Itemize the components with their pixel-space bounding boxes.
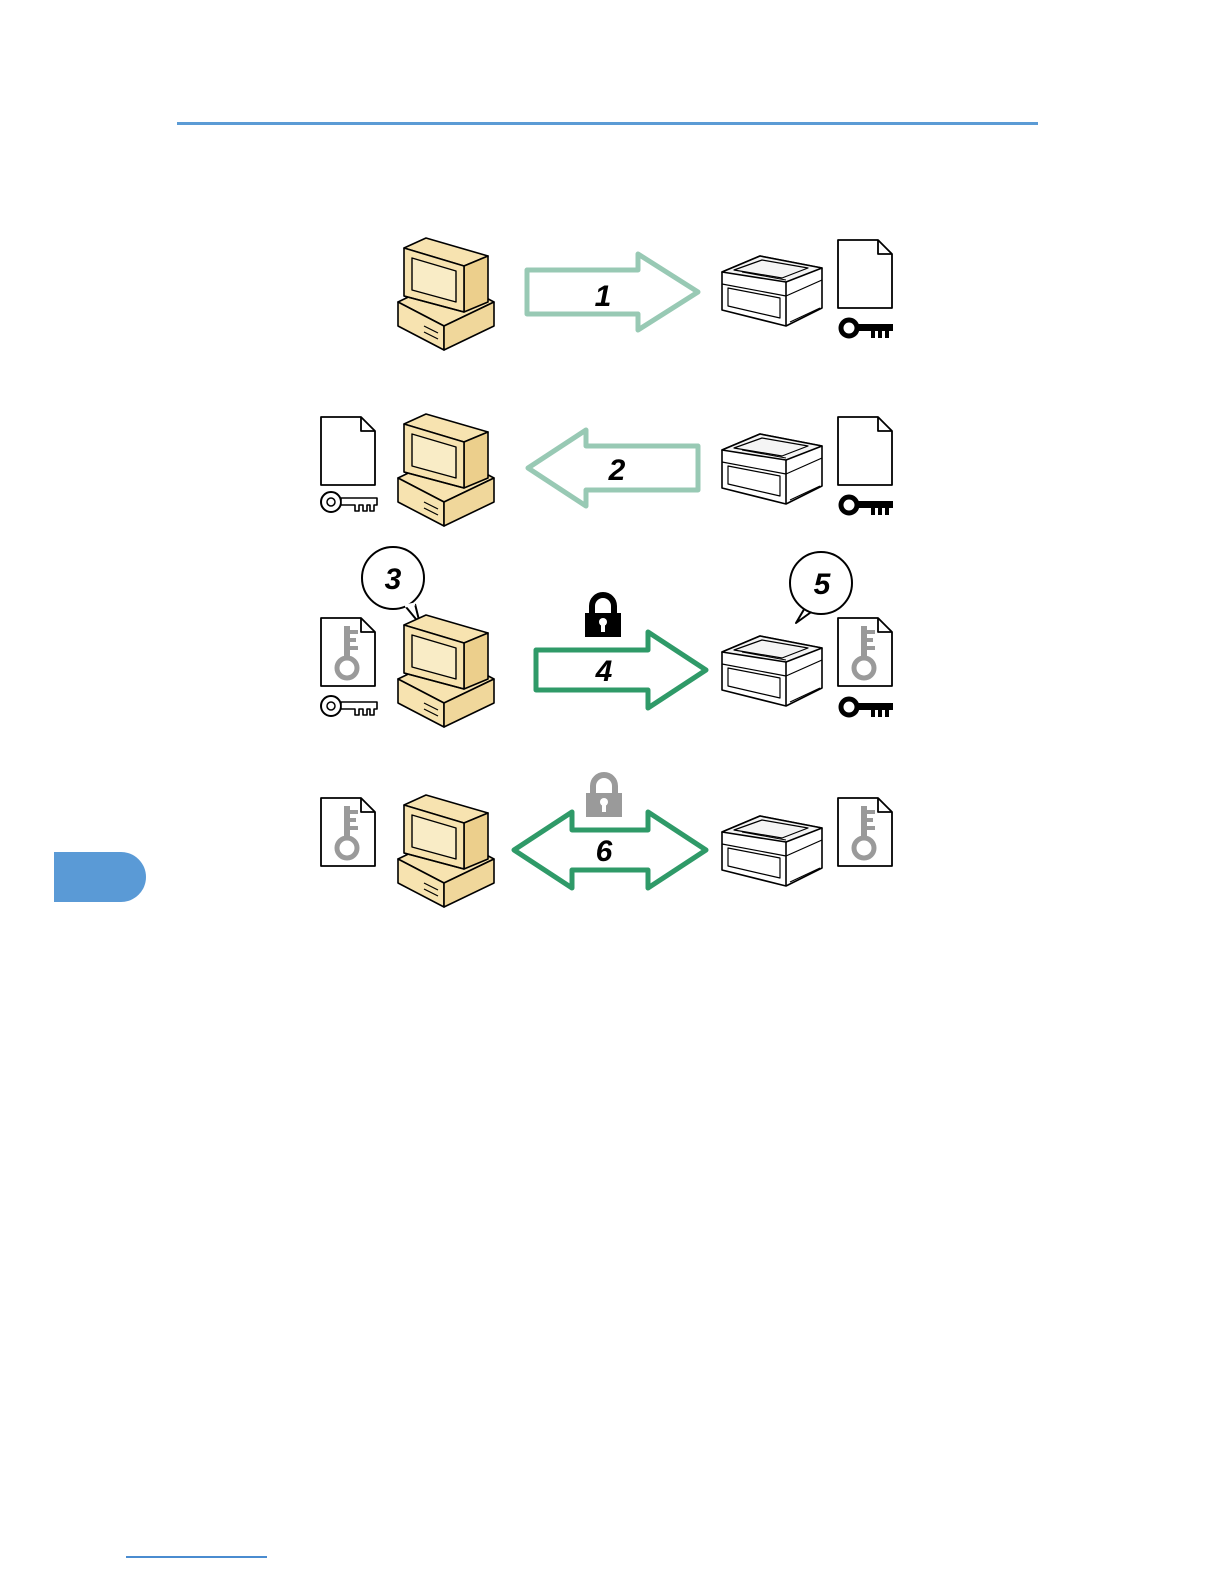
private-key-icon-2	[841, 497, 893, 515]
private-key-icon-1	[841, 320, 893, 338]
printer-icon-3	[722, 636, 822, 706]
step-label-5: 5	[814, 568, 832, 601]
lock-icon-4	[585, 595, 621, 637]
encrypted-key-document-3a	[321, 618, 375, 686]
client-computer-4	[398, 795, 494, 907]
printer-icon-1	[722, 256, 822, 326]
step-label-4: 4	[595, 655, 613, 688]
step-label-1: 1	[595, 280, 612, 313]
public-key-icon-2	[321, 492, 377, 512]
encrypted-key-document-4b	[838, 798, 892, 866]
client-computer-1	[398, 238, 494, 350]
step-label-3: 3	[385, 563, 402, 596]
step-label-6: 6	[596, 835, 613, 868]
document-icon-1	[838, 240, 892, 308]
step-label-2: 2	[608, 454, 626, 487]
document-icon-2a	[321, 417, 375, 485]
document-icon-2b	[838, 417, 892, 485]
arrow-step-1	[527, 254, 698, 330]
printer-icon-4	[722, 816, 822, 886]
lock-icon-6	[586, 775, 622, 817]
client-computer-2	[398, 414, 494, 526]
encrypted-key-document-4a	[321, 798, 375, 866]
encrypted-key-document-3b	[838, 618, 892, 686]
client-computer-3	[398, 615, 494, 727]
arrow-step-4	[536, 632, 706, 708]
private-key-icon-3	[841, 699, 893, 717]
public-key-icon-3	[321, 696, 377, 716]
printer-icon-2	[722, 434, 822, 504]
